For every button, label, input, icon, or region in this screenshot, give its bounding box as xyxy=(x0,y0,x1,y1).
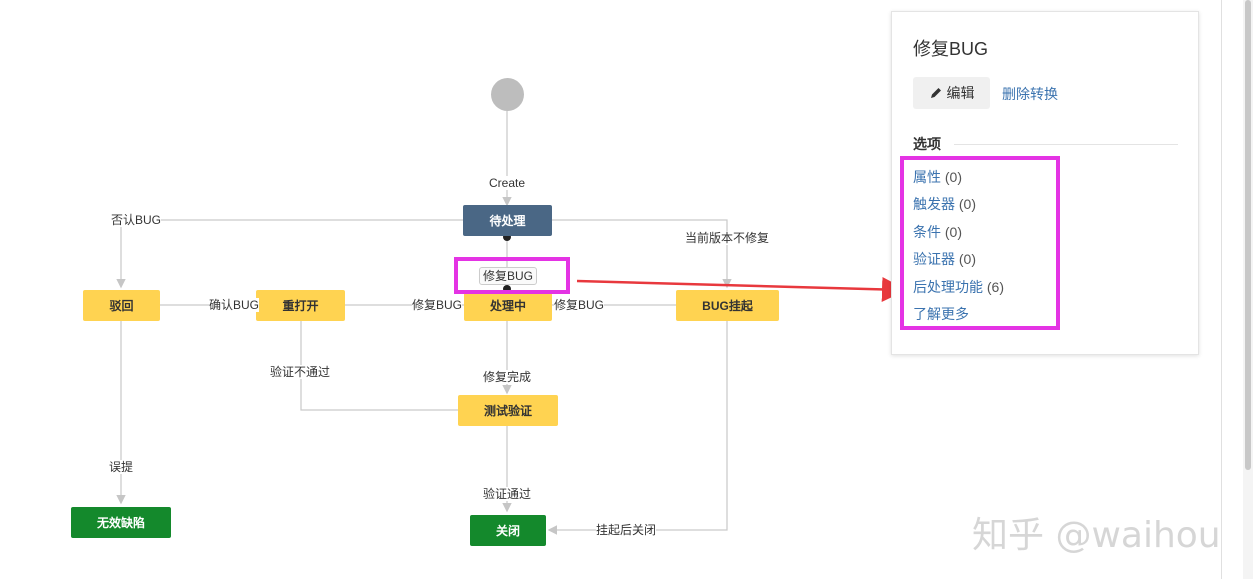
transition-fix-done[interactable]: 修复完成 xyxy=(482,370,532,384)
options-header: 选项 xyxy=(913,136,941,152)
transition-create[interactable]: Create xyxy=(488,176,526,190)
option-count: (0) xyxy=(958,251,977,267)
transition-deny-bug[interactable]: 否认BUG xyxy=(110,213,162,227)
transition-verify-fail[interactable]: 验证不通过 xyxy=(269,365,331,379)
state-reopen[interactable]: 重打开 xyxy=(256,290,345,321)
state-invalid[interactable]: 无效缺陷 xyxy=(71,507,171,538)
transition-close-after-suspend[interactable]: 挂起后关闭 xyxy=(595,523,657,537)
option-properties[interactable]: 属性 (0) xyxy=(913,167,962,187)
options-divider xyxy=(954,144,1178,145)
transition-fix-bug-left[interactable]: 修复BUG xyxy=(411,298,463,312)
panel-divider xyxy=(1221,0,1222,579)
option-triggers[interactable]: 触发器 (0) xyxy=(913,194,976,214)
option-post-functions[interactable]: 后处理功能 (6) xyxy=(913,277,1004,297)
transition-mistaken[interactable]: 误提 xyxy=(108,460,134,474)
option-label: 验证器 xyxy=(913,251,955,267)
transition-fix-bug-selected[interactable]: 修复BUG xyxy=(478,267,538,285)
option-validators[interactable]: 验证器 (0) xyxy=(913,249,976,269)
option-count: (0) xyxy=(944,169,963,185)
deny-bug-line xyxy=(116,219,463,289)
selected-transition-highlight xyxy=(454,257,570,294)
edit-button[interactable]: 编辑 xyxy=(913,77,990,109)
option-label: 条件 xyxy=(913,224,941,240)
option-count: (6) xyxy=(986,279,1005,295)
option-count: (0) xyxy=(958,196,977,212)
option-conditions[interactable]: 条件 (0) xyxy=(913,222,962,242)
option-label: 触发器 xyxy=(913,196,955,212)
option-label: 了解更多 xyxy=(913,306,969,322)
state-pending[interactable]: 待处理 xyxy=(463,205,552,236)
close-after-suspend-line xyxy=(547,321,728,535)
watermark: 知乎 @waihou xyxy=(972,515,1221,556)
not-fix-line xyxy=(552,219,732,289)
delete-transition-link[interactable]: 删除转换 xyxy=(1002,86,1058,102)
option-label: 后处理功能 xyxy=(913,279,983,295)
state-processing[interactable]: 处理中 xyxy=(464,290,552,321)
option-learn-more[interactable]: 了解更多 xyxy=(913,304,969,324)
scrollbar-thumb[interactable] xyxy=(1245,0,1251,470)
transition-not-fix-current[interactable]: 当前版本不修复 xyxy=(684,231,770,245)
annotation-arrow xyxy=(576,276,907,302)
transition-confirm-bug[interactable]: 确认BUG xyxy=(208,298,260,312)
state-testing[interactable]: 测试验证 xyxy=(458,395,558,426)
option-label: 属性 xyxy=(913,169,941,185)
pencil-icon xyxy=(930,88,941,98)
option-count: (0) xyxy=(944,224,963,240)
verify-fail-line xyxy=(296,295,458,411)
state-closed[interactable]: 关闭 xyxy=(470,515,546,546)
state-rejected[interactable]: 驳回 xyxy=(83,290,160,321)
edit-label: 编辑 xyxy=(946,85,975,101)
transition-fix-bug-right[interactable]: 修复BUG xyxy=(553,298,605,312)
transition-verify-pass[interactable]: 验证通过 xyxy=(482,487,532,501)
options-highlight xyxy=(900,156,1060,330)
state-suspended[interactable]: BUG挂起 xyxy=(676,290,779,321)
transition-details-panel: 修复BUG 编辑 删除转换 选项 属性 (0) 触发器 (0) 条件 (0) 验… xyxy=(891,11,1199,355)
start-node[interactable] xyxy=(491,78,524,111)
panel-title: 修复BUG xyxy=(913,39,989,59)
